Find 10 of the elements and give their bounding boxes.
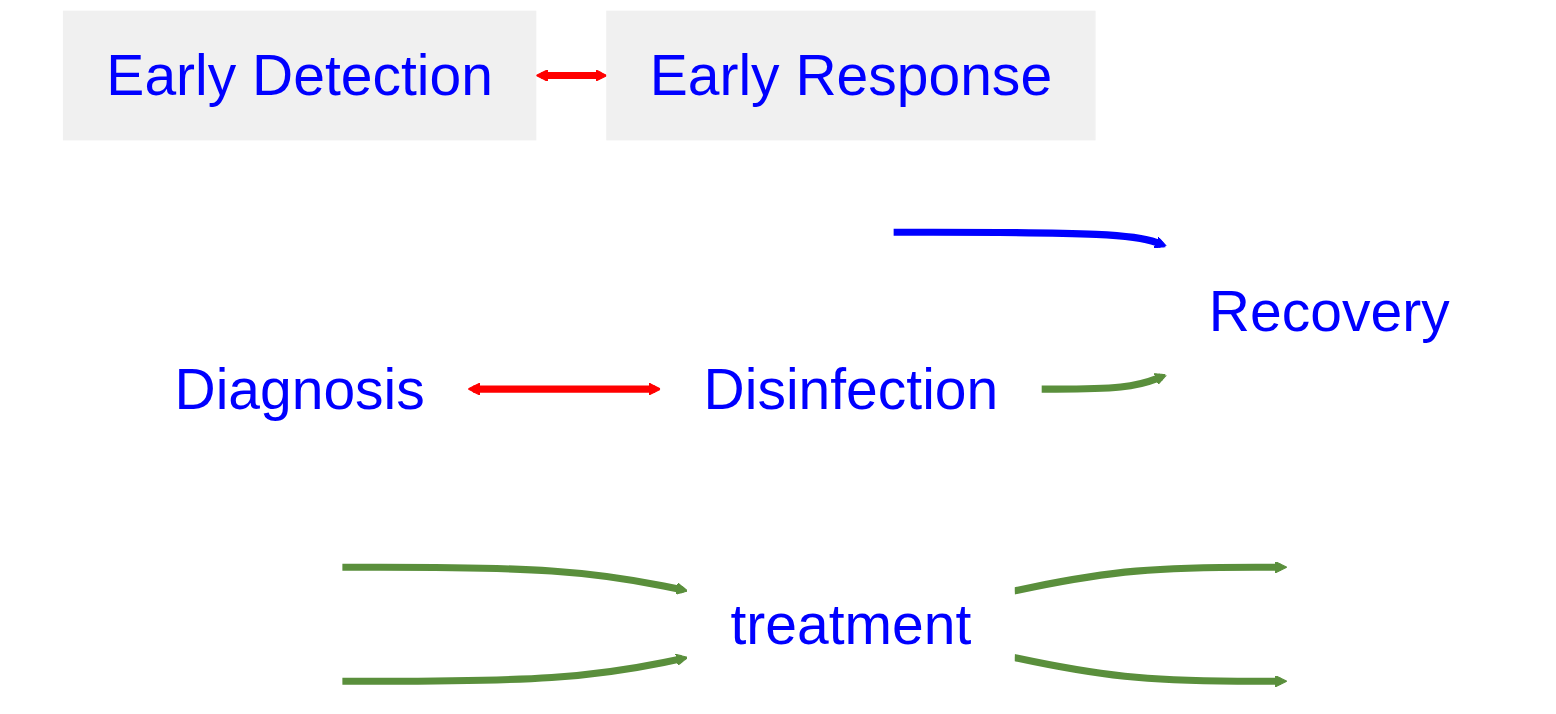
- node-text: treatment: [730, 592, 972, 656]
- node-box: Early Detection: [62, 10, 537, 141]
- node-box: Early Response: [606, 10, 1096, 141]
- arrow: [1040, 373, 1168, 393]
- arrow: [1013, 560, 1288, 595]
- node-text: Recovery: [1208, 279, 1450, 343]
- arrow: [1013, 654, 1288, 688]
- node-text: Disinfection: [703, 357, 999, 421]
- arrow: [893, 228, 1168, 249]
- node-text: Diagnosis: [174, 357, 425, 421]
